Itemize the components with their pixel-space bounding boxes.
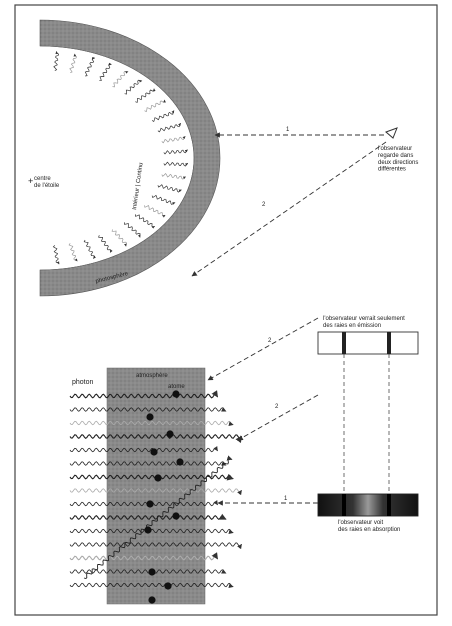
horizontal-photon-wave	[69, 445, 218, 453]
atom-label: atome	[168, 384, 185, 390]
atom-dot	[144, 526, 152, 534]
radial-photon-wave	[124, 222, 141, 238]
radial-photon-wave	[68, 243, 78, 262]
horizontal-photon-wave	[69, 420, 234, 426]
radial-photon-wave	[161, 136, 186, 144]
radial-photon-wave	[134, 214, 155, 229]
arrow-1-top-label: 1	[286, 127, 290, 133]
arrow-2b-bottom	[237, 394, 319, 441]
radial-photon-wave	[69, 53, 77, 74]
horizontal-photon-wave	[69, 488, 242, 496]
radial-photon-wave	[84, 56, 96, 77]
radial-photon-wave	[157, 122, 181, 133]
horizontal-photon-wave	[69, 528, 234, 534]
horizontal-photon-wave	[69, 461, 227, 466]
atom-dot	[172, 390, 180, 398]
arrow-2b-label: 2	[275, 404, 279, 410]
arrow-2a-bottom	[207, 317, 319, 381]
radial-photon-wave	[163, 149, 188, 155]
scattered-photon-wave	[83, 455, 233, 579]
radial-photon-wave	[151, 194, 176, 205]
atmosphere-label: atmosphère	[136, 373, 168, 379]
observer-eye-icon	[385, 127, 398, 139]
emission-line-1	[342, 332, 346, 354]
arrow-2-top	[191, 141, 387, 277]
radial-photon-wave	[163, 161, 189, 167]
atoms-group	[144, 390, 184, 604]
atom-dot	[176, 458, 184, 466]
horizontal-photon-wave	[69, 407, 227, 412]
radial-photon-wave	[98, 235, 113, 253]
horizontal-photon-wave	[69, 542, 242, 550]
radial-photon-wave	[124, 79, 143, 95]
star-interior-boundary	[39, 45, 195, 271]
horizontal-photon-wave	[69, 499, 218, 507]
atom-dot	[150, 448, 158, 456]
radial-photon-waves	[52, 51, 189, 265]
horizontal-photon-wave	[69, 582, 234, 588]
horizontal-photon-wave	[69, 513, 227, 521]
horizontal-photon-wave	[69, 433, 243, 444]
atom-dot	[148, 596, 156, 604]
atom-dot	[148, 568, 156, 576]
radial-photon-wave	[161, 172, 186, 180]
atom-dot	[166, 430, 174, 438]
radial-photon-wave	[53, 51, 59, 71]
arrow-2-top-label: 2	[262, 202, 266, 208]
star-section: photosphère Intérieur | Continu + centre…	[28, 19, 221, 297]
continuum-label: Intérieur | Continu	[132, 162, 145, 210]
radial-photon-wave	[144, 204, 166, 218]
photosphere-ring	[39, 19, 221, 297]
horizontal-photon-wave	[69, 552, 219, 561]
radial-photon-wave	[83, 239, 96, 259]
absorption-line-2	[387, 494, 391, 516]
figure-frame	[14, 4, 438, 616]
atmosphere-slab	[106, 367, 206, 605]
radial-photon-wave	[52, 245, 60, 265]
absorption-spectrum-box	[317, 493, 419, 517]
radial-photon-wave	[111, 229, 127, 247]
absorption-line-1	[342, 494, 346, 516]
emission-line-2	[387, 332, 391, 354]
arrow-2a-label: 2	[268, 338, 272, 344]
atom-dot	[172, 512, 180, 520]
atom-dot	[146, 500, 154, 508]
photon-label: photon	[72, 379, 94, 386]
star-center-plus: +	[28, 176, 33, 186]
horizontal-photon-wave	[69, 569, 227, 574]
radial-photon-wave	[144, 99, 166, 113]
atom-dot	[146, 413, 154, 421]
horizontal-photon-wave	[69, 390, 219, 399]
radial-photon-wave	[135, 88, 156, 103]
atom-dot	[154, 474, 162, 482]
radial-photon-wave	[151, 110, 175, 123]
arrow-1-bottom-label: 1	[284, 496, 288, 502]
radial-photon-wave	[112, 71, 129, 88]
emission-spectrum-box	[317, 331, 419, 355]
horizontal-photon-waves	[69, 390, 243, 588]
atom-dot	[164, 582, 172, 590]
radial-photon-wave	[99, 62, 112, 82]
radial-photon-wave	[157, 184, 182, 193]
